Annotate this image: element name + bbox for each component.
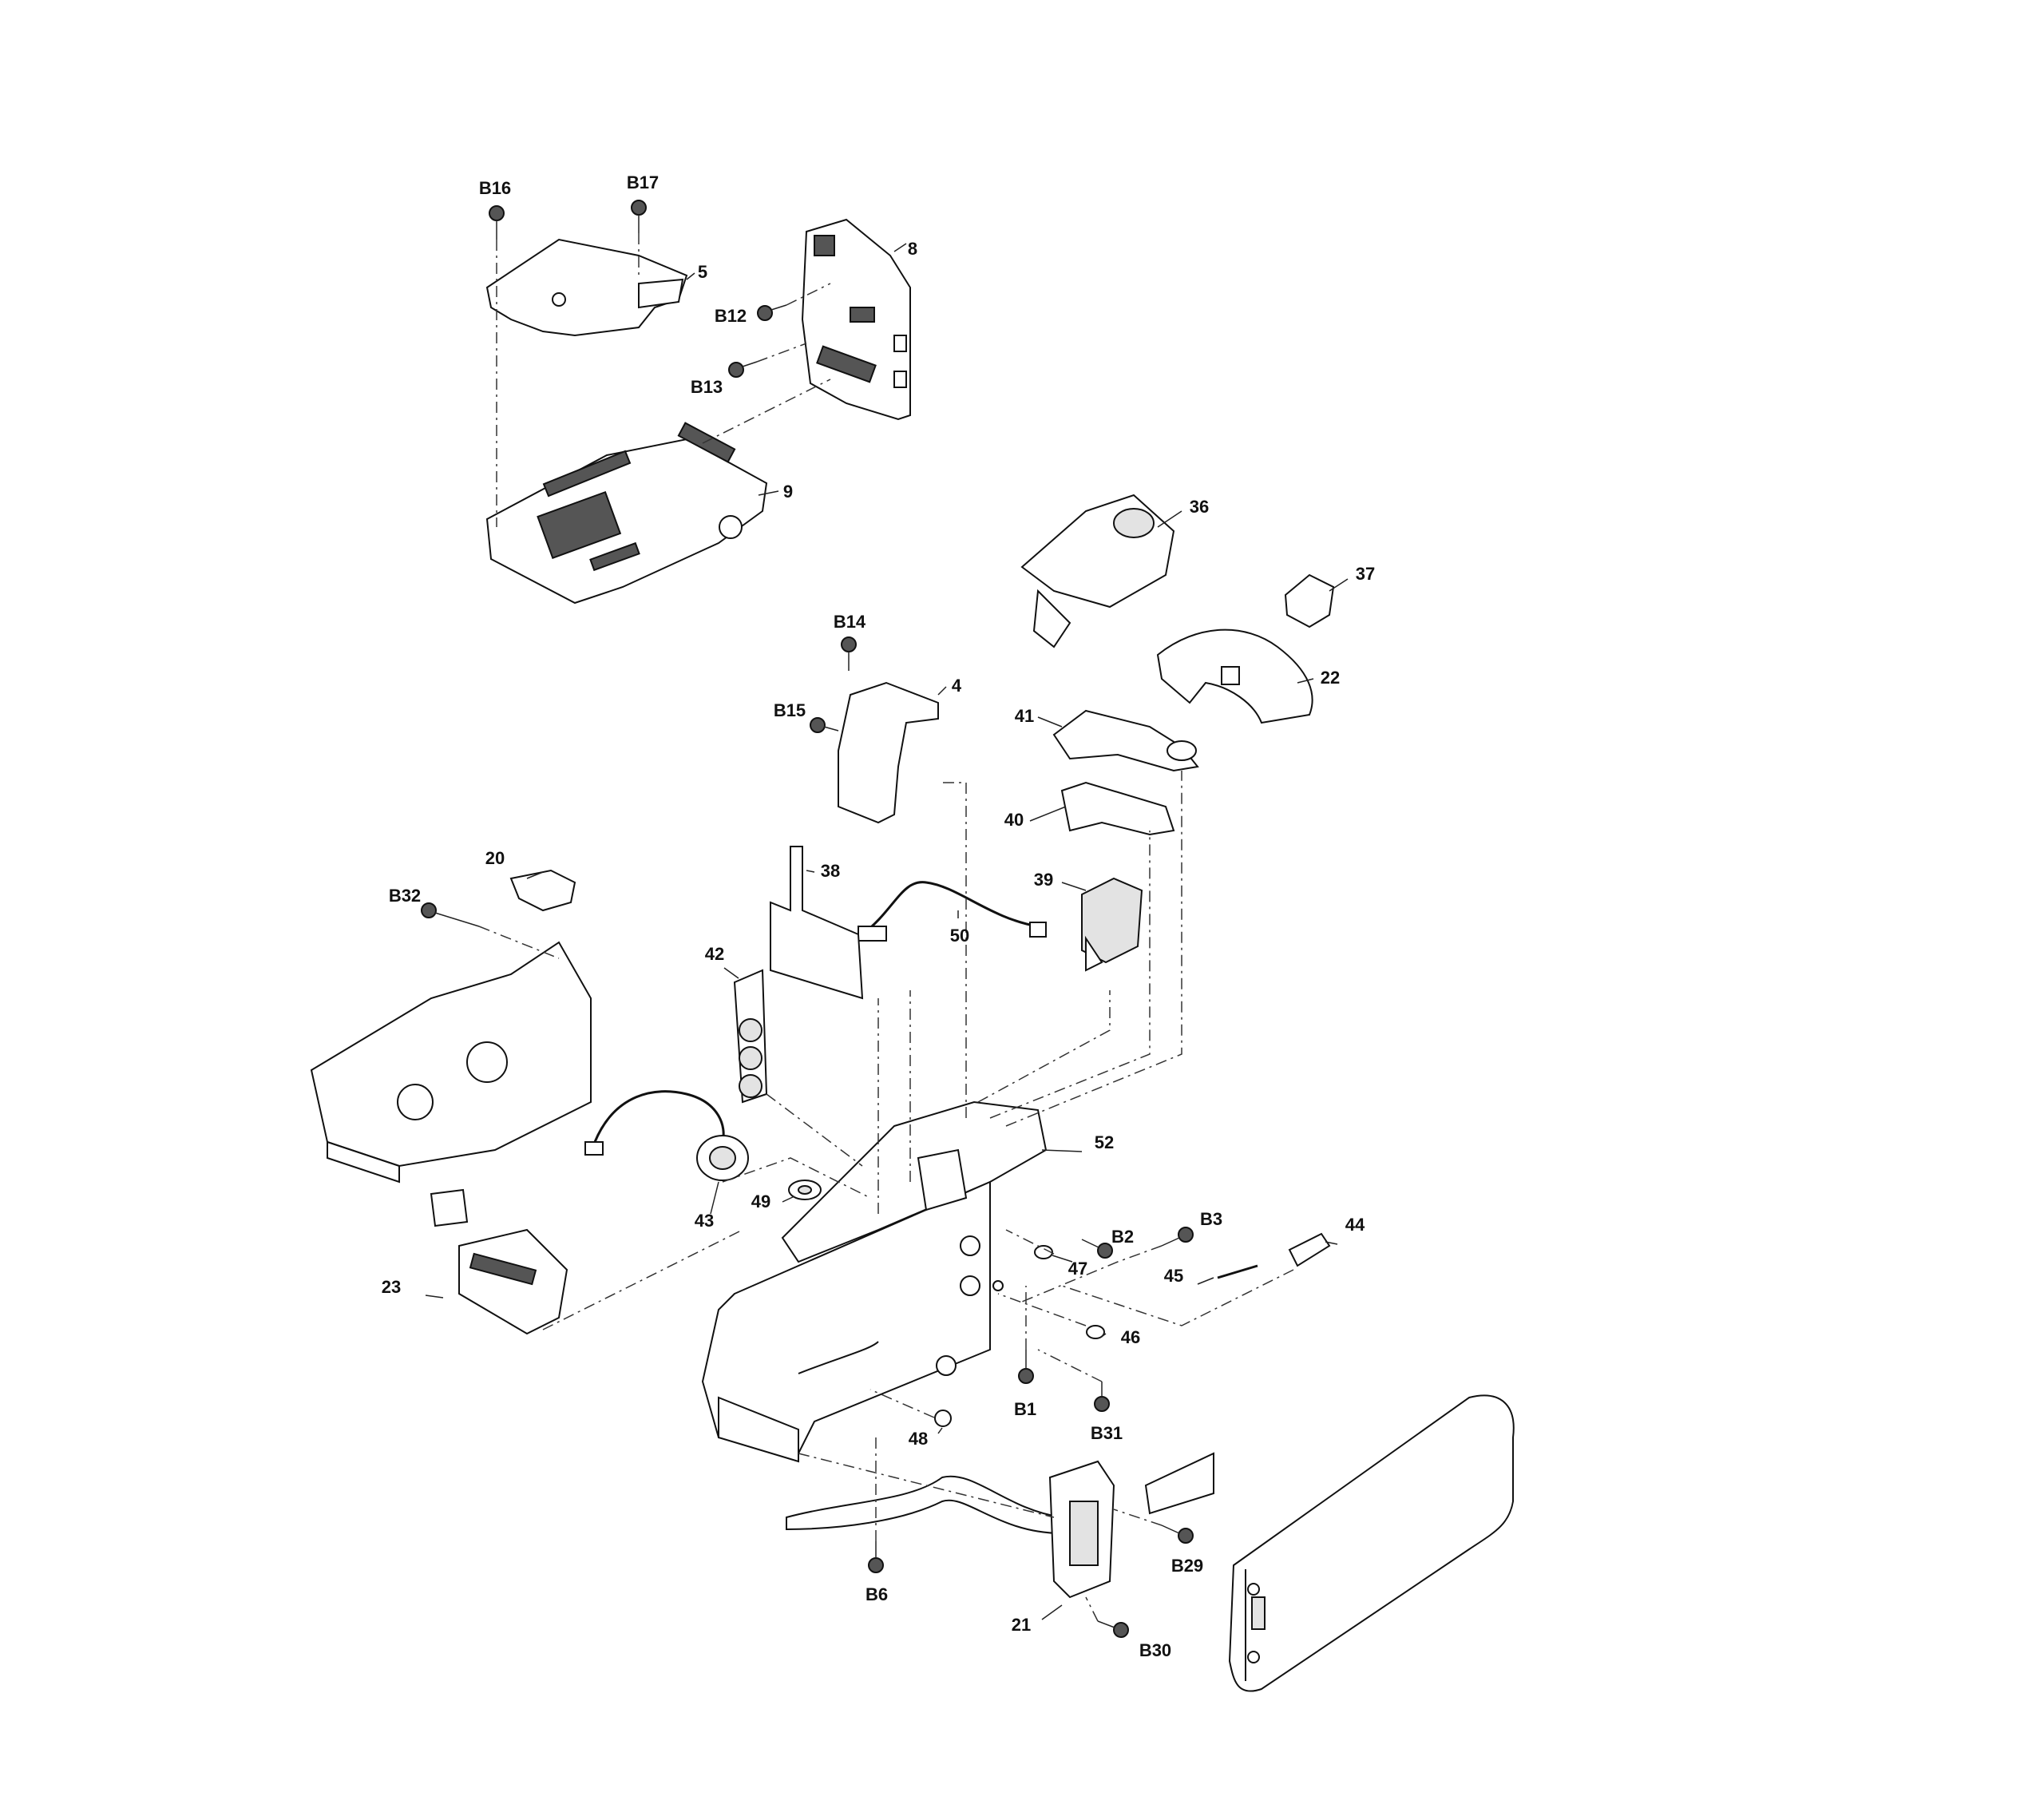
part-21-jack-board [1048, 1452, 1214, 1599]
screw-b3 [1161, 1227, 1194, 1247]
label-44: 44 [1345, 1215, 1365, 1235]
screw-b16 [489, 205, 505, 240]
part-41-bracket [1052, 709, 1199, 772]
screw-b15 [810, 717, 839, 733]
label-20: 20 [485, 848, 505, 868]
label-36: 36 [1190, 497, 1209, 517]
screw-b1 [1018, 1350, 1034, 1384]
part-9-main-board [485, 422, 768, 605]
label-47: 47 [1068, 1259, 1087, 1279]
label-41: 41 [1015, 706, 1034, 726]
screw-b14 [841, 636, 857, 671]
part-49-washer [788, 1180, 822, 1200]
part-40-bracket [1060, 781, 1175, 836]
label-50: 50 [950, 926, 969, 946]
label-b15: B15 [774, 700, 806, 720]
screw-b29 [1161, 1525, 1194, 1544]
part-47-ring [1034, 1245, 1053, 1259]
label-39: 39 [1034, 870, 1053, 890]
part-22-top-cover [1156, 628, 1313, 724]
label-b29: B29 [1171, 1556, 1203, 1576]
label-42: 42 [705, 944, 724, 964]
label-8: 8 [908, 239, 917, 259]
part-48-ring [934, 1410, 952, 1427]
part-23-connector [430, 1188, 568, 1335]
label-b32: B32 [389, 886, 421, 906]
label-b17: B17 [627, 172, 659, 192]
label-5: 5 [698, 262, 707, 282]
part-42-board [733, 969, 768, 1104]
label-37: 37 [1356, 564, 1375, 584]
label-b14: B14 [834, 612, 866, 632]
part-52-main-frame [701, 1100, 1048, 1463]
part-37-button [1284, 573, 1335, 628]
screw-b2 [1081, 1239, 1113, 1259]
screw-b13 [728, 361, 758, 378]
label-48: 48 [909, 1429, 928, 1449]
label-b6: B6 [865, 1584, 888, 1604]
label-43: 43 [695, 1211, 714, 1231]
label-52: 52 [1095, 1132, 1114, 1152]
label-b2: B2 [1111, 1227, 1134, 1247]
part-36-mic-assembly [1020, 494, 1175, 648]
part-5-shield-plate [485, 238, 688, 337]
screw-b31 [1094, 1382, 1110, 1412]
part-39-lcd-block [1081, 877, 1143, 972]
label-b1: B1 [1014, 1399, 1036, 1419]
label-9: 9 [783, 482, 793, 502]
part-4-bracket [838, 681, 939, 824]
label-38: 38 [821, 861, 840, 881]
label-b3: B3 [1200, 1209, 1222, 1229]
label-b16: B16 [479, 178, 511, 198]
screw-b6 [868, 1541, 884, 1573]
label-49: 49 [751, 1192, 770, 1211]
screw-b17 [631, 200, 647, 233]
label-40: 40 [1004, 810, 1024, 830]
screw-b30 [1097, 1620, 1129, 1638]
label-45: 45 [1164, 1266, 1183, 1286]
tape-mechanism-chassis [310, 941, 592, 1184]
label-b13: B13 [691, 377, 723, 397]
part-43-speaker [584, 1090, 749, 1181]
flex-cable [786, 1475, 1063, 1535]
part-20-bracket [509, 869, 576, 912]
part-44-slide-knob [1288, 1232, 1331, 1267]
label-22: 22 [1321, 668, 1340, 688]
label-46: 46 [1121, 1327, 1140, 1347]
part-38-sheet [770, 846, 864, 1000]
label-b30: B30 [1139, 1640, 1171, 1660]
label-4: 4 [952, 676, 962, 696]
label-b12: B12 [715, 306, 747, 326]
label-b31: B31 [1091, 1423, 1123, 1443]
part-8-side-board [801, 218, 911, 421]
part-46-ring [1086, 1325, 1105, 1339]
label-23: 23 [382, 1277, 401, 1297]
part-45-spring [1217, 1264, 1258, 1279]
side-cover-panel [1228, 1394, 1515, 1692]
label-21: 21 [1012, 1615, 1031, 1635]
screw-b12 [757, 304, 787, 321]
screw-b32 [421, 902, 480, 927]
